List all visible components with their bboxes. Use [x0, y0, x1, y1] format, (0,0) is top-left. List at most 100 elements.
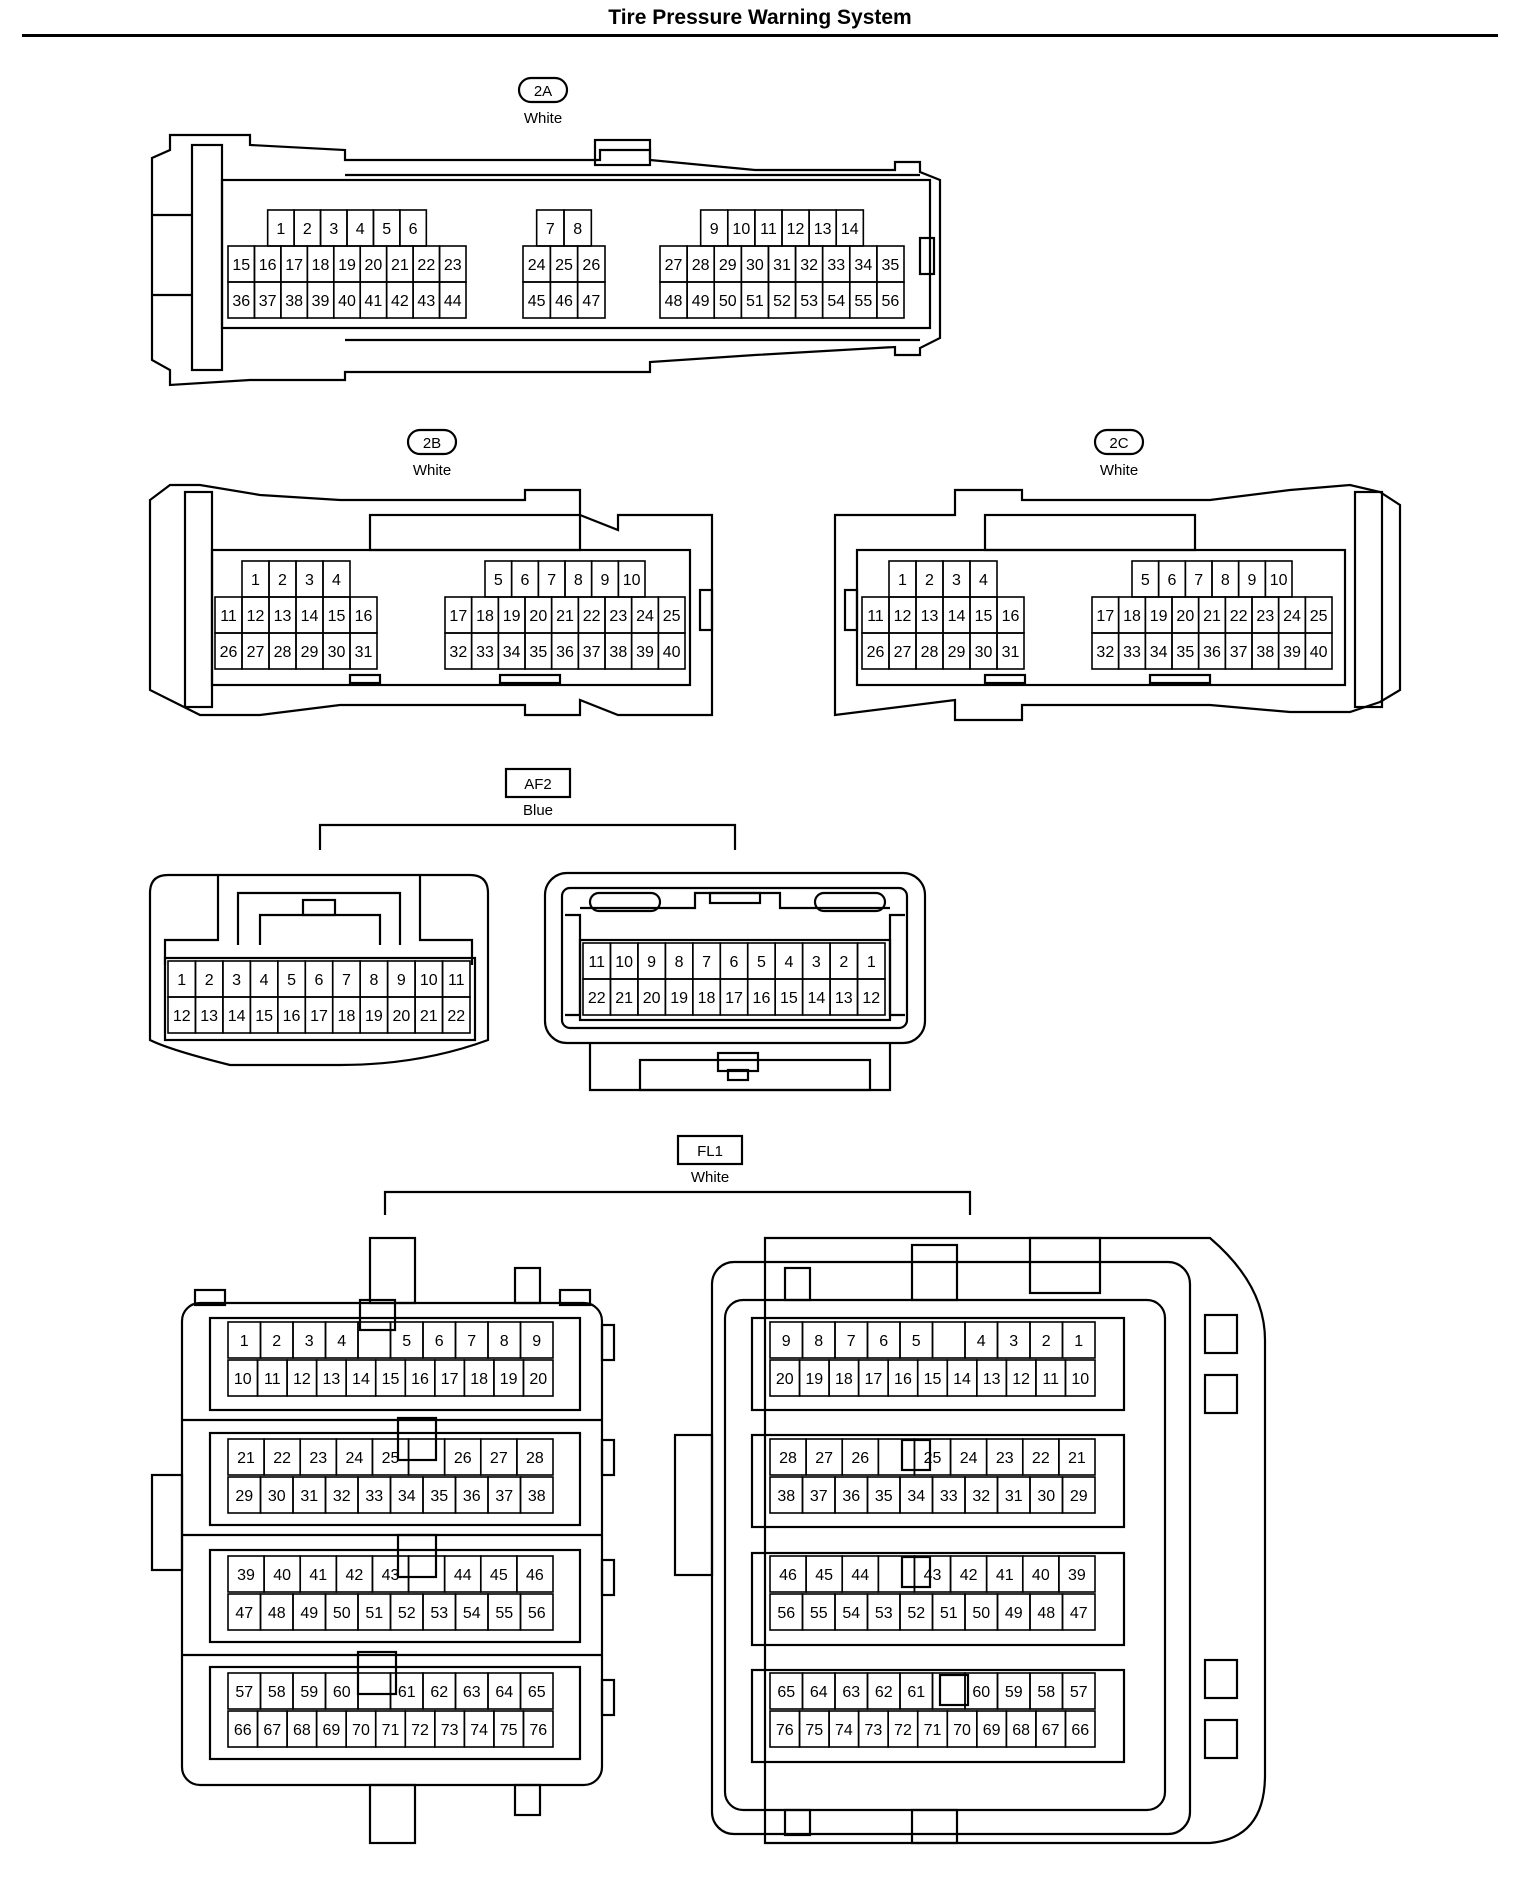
- pin-number: 33: [940, 1488, 958, 1505]
- connector-af2-left-latch: [236, 891, 402, 945]
- pin-number: 19: [338, 257, 356, 274]
- pin-number: 44: [454, 1567, 472, 1584]
- connector-fl1-right-frame: [750, 1668, 1126, 1764]
- pin-number: 21: [237, 1450, 255, 1467]
- connector-af2-left-inner: [418, 875, 474, 965]
- pin-number: 33: [827, 257, 845, 274]
- pin-number: 23: [444, 257, 462, 274]
- pin-number: 76: [776, 1722, 794, 1739]
- connector-fl1-right-frame: [750, 1316, 1126, 1412]
- pin-number: 64: [495, 1684, 513, 1701]
- pin-number: 32: [1096, 644, 1114, 661]
- pin-number: 1: [1074, 1333, 1083, 1350]
- pin-number: 19: [1150, 608, 1168, 625]
- pin-number: 24: [528, 257, 546, 274]
- pin-number: 75: [500, 1722, 518, 1739]
- pin-blank: [931, 1672, 966, 1710]
- pin-cell: [516, 1438, 554, 1476]
- pin-number: 52: [398, 1605, 416, 1622]
- pin-number: 16: [753, 990, 771, 1007]
- pin-number: 17: [449, 608, 467, 625]
- connector-2a-color: White: [524, 110, 562, 127]
- pin-number: 12: [894, 608, 912, 625]
- pin-number: 58: [268, 1684, 286, 1701]
- pin-number: 13: [200, 1008, 218, 1025]
- pin-number: 36: [842, 1488, 860, 1505]
- connector-2b-top-rib: [368, 513, 582, 552]
- connector-fl1-left-frame: [208, 1548, 582, 1644]
- pin-number: 57: [1070, 1684, 1088, 1701]
- pin-number: 38: [777, 1488, 795, 1505]
- pin-cell: [657, 632, 686, 670]
- pin-number: 10: [732, 221, 750, 238]
- connector-2c-side-latch: [843, 588, 859, 632]
- connector-af2-right-rib: [565, 913, 582, 1017]
- connector-fl1-left-side-clip: [150, 1473, 184, 1572]
- pin-number: 9: [601, 572, 610, 589]
- pin-number: 20: [365, 257, 383, 274]
- pin-number: 19: [805, 1371, 823, 1388]
- pin-number: 33: [365, 1488, 383, 1505]
- pin-number: 22: [273, 1450, 291, 1467]
- pin-number: 47: [1070, 1605, 1088, 1622]
- pin-cell: [519, 1593, 554, 1631]
- pin-number: 67: [263, 1722, 281, 1739]
- pin-number: 66: [1071, 1722, 1089, 1739]
- pin-number: 60: [333, 1684, 351, 1701]
- pin-number: 29: [719, 257, 737, 274]
- connector-fl1-left-side-clip: [600, 1678, 616, 1717]
- pin-number: 7: [342, 972, 351, 989]
- pin-number: 4: [337, 1333, 346, 1350]
- connector-af2-right-frame: [578, 938, 892, 1022]
- connector-2c-label: 2C: [1109, 435, 1128, 452]
- connector-af2-left-latch: [258, 913, 382, 945]
- connector-fl1-right-key: [900, 1555, 932, 1589]
- pin-number: 28: [692, 257, 710, 274]
- connector-fl1-right-side-clip: [1203, 1313, 1239, 1355]
- pin-number: 28: [921, 644, 939, 661]
- pin-number: 17: [865, 1371, 883, 1388]
- pin-number: 17: [285, 257, 303, 274]
- pin-number: 7: [546, 221, 555, 238]
- connector-fl1-left-post: [358, 1298, 397, 1332]
- connector-fl1-left-post: [513, 1783, 542, 1817]
- pin-number: 2: [272, 1333, 281, 1350]
- pin-number: 4: [356, 221, 365, 238]
- title-rule: [22, 34, 1498, 37]
- pin-number: 2: [925, 572, 934, 589]
- pin-cell: [349, 632, 378, 670]
- pin-number: 46: [526, 1567, 544, 1584]
- pin-number: 3: [952, 572, 961, 589]
- pin-number: 7: [1194, 572, 1203, 589]
- connector-fl1-right-side-clip: [1203, 1373, 1239, 1415]
- connector-af2-left-frame: [163, 956, 477, 1042]
- pin-number: 37: [495, 1488, 513, 1505]
- pin-number: 14: [948, 608, 966, 625]
- pin-number: 45: [490, 1567, 508, 1584]
- pin-number: 40: [1310, 644, 1328, 661]
- pin-number: 10: [1071, 1371, 1089, 1388]
- pin-cell: [438, 281, 467, 319]
- pin-number: 36: [556, 644, 574, 661]
- pin-number: 5: [757, 954, 766, 971]
- connector-af2-right-slot: [588, 891, 662, 913]
- pin-number: 25: [1310, 608, 1328, 625]
- connector-fl1-right-key: [938, 1673, 970, 1707]
- pin-number: 10: [420, 972, 438, 989]
- connector-2b-housing: [148, 483, 714, 717]
- pin-blank: [931, 1321, 966, 1359]
- pin-number: 45: [815, 1567, 833, 1584]
- pin-number: 4: [977, 1333, 986, 1350]
- connector-2a-label: 2A: [534, 83, 552, 100]
- pin-number: 55: [810, 1605, 828, 1622]
- pin-number: 75: [805, 1722, 823, 1739]
- pin-number: 30: [746, 257, 764, 274]
- pin-number: 47: [582, 293, 600, 310]
- pin-number: 36: [232, 293, 250, 310]
